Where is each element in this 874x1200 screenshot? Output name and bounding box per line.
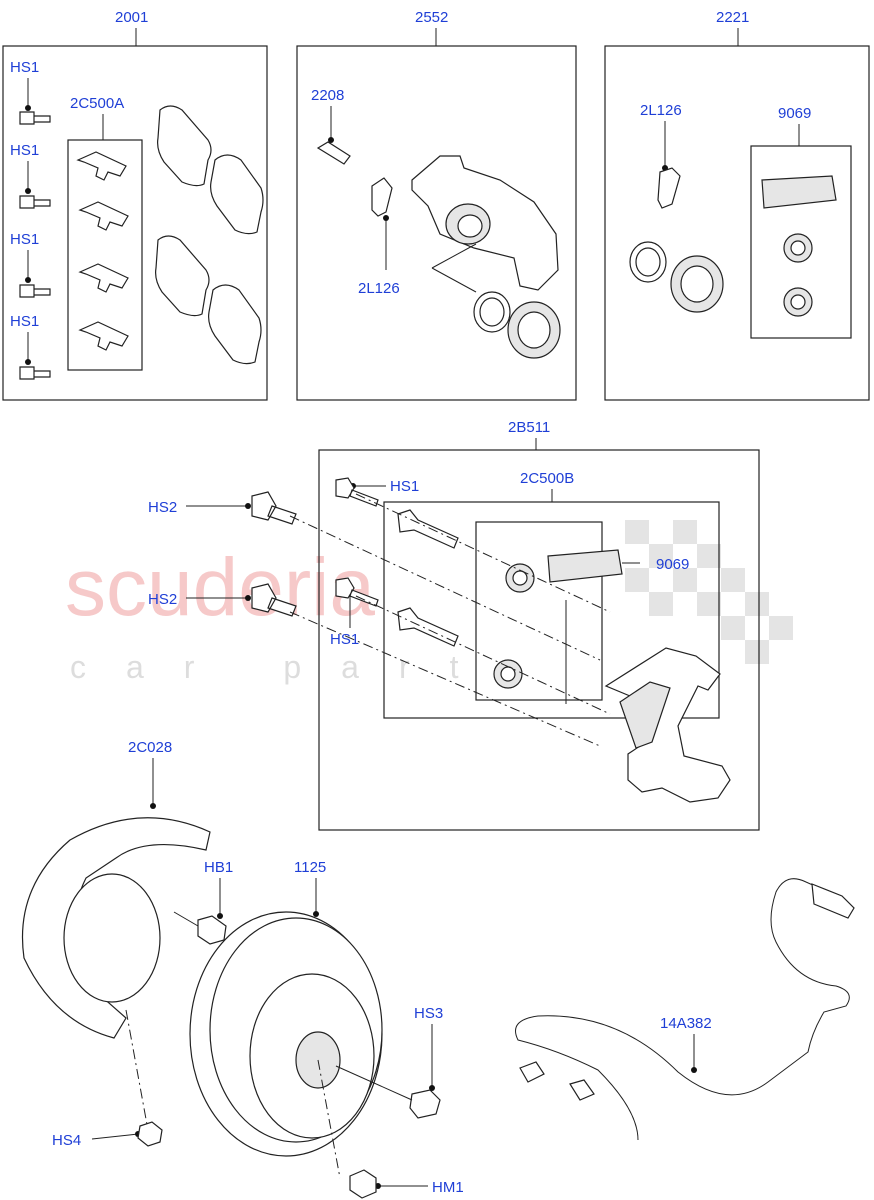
watermark-sub: car parts [70,649,554,685]
disc-label-1125[interactable]: 1125 [294,859,326,876]
group-caliper[interactable]: 2552 2208 2L126 [296,9,577,401]
sensor-label-14a382[interactable]: 14A382 [660,1015,712,1032]
clips-box [67,139,143,371]
guide-pin-bolts[interactable] [335,477,379,607]
bolt-label[interactable]: HS1 [10,313,39,330]
grease-box-2 [475,521,603,701]
clips-label-2c500a[interactable]: 2C500A [70,95,124,112]
bolt-label[interactable]: HS1 [10,59,39,76]
lower-bolt-label[interactable]: HS4 [52,1132,81,1149]
bleed-screw-label-2208[interactable]: 2208 [311,87,344,104]
shield-bolt-label[interactable]: HB1 [204,859,233,876]
dust-cap[interactable] [371,177,393,217]
mount-bolt-label-a[interactable]: HS2 [148,499,177,516]
brake-pads[interactable] [155,105,264,365]
carrier-bolt-label-a[interactable]: HS1 [390,478,419,495]
pin-kit-box [383,501,720,719]
grease-sachet[interactable] [761,175,837,209]
carrier-bolt-label-b[interactable]: HS1 [330,631,359,648]
shield-label-2c028[interactable]: 2C028 [128,739,172,756]
bolt-hs1-d[interactable]: HS1 [10,313,51,380]
anti-rattle-clips[interactable] [76,151,129,351]
grease-sachet-2[interactable] [547,549,623,583]
group-label-2b511[interactable]: 2B511 [508,419,550,436]
mount-bolts[interactable] [251,491,297,617]
seal-kit-seals[interactable] [629,241,724,313]
wear-sensor[interactable]: 14A382 [515,878,855,1141]
grease-label-9069[interactable]: 9069 [778,105,811,122]
group-label-2001[interactable]: 2001 [115,9,148,26]
seal-kit-dust-cap[interactable] [657,167,681,209]
watermark-flag-icon [625,520,793,664]
shield-bolt-hb1[interactable]: HB1 [173,859,233,945]
watermark: scuderia car parts [65,520,793,685]
caliper-seals[interactable] [473,291,561,359]
bolt-hs1-b[interactable]: HS1 [10,142,51,209]
hub-nut-label[interactable]: HM1 [432,1179,464,1196]
bolt-hs1-c[interactable]: HS1 [10,231,51,298]
guide-boots-2[interactable] [493,563,535,689]
dust-cap-label-2l126[interactable]: 2L126 [358,280,400,297]
guide-pins[interactable] [397,509,459,647]
group-carrier[interactable]: 2B511 HS1 HS1 HS2 HS2 2C500B 9069 [148,419,760,831]
grease-box [750,145,852,339]
brake-disc[interactable]: 1125 [189,859,383,1179]
disc-screw-hs3[interactable]: HS3 [335,1005,443,1119]
shield-assembly[interactable]: 2C028 [21,739,211,1131]
caliper-body[interactable] [411,155,559,291]
group-seal-kit[interactable]: 2221 2L126 9069 [604,9,870,401]
grease-label-9069-b[interactable]: 9069 [656,556,689,573]
shield-lower-bolt-hs4[interactable]: HS4 [52,1121,163,1149]
caliper-carrier[interactable] [604,647,731,803]
pin-kit-label-2c500b[interactable]: 2C500B [520,470,574,487]
bolt-hs1-a[interactable]: HS1 [10,59,51,125]
bleed-screw[interactable] [316,141,351,165]
bolt-label[interactable]: HS1 [10,231,39,248]
dust-cap-label-2l126[interactable]: 2L126 [640,102,682,119]
guide-boots[interactable] [783,233,813,317]
bolt-label[interactable]: HS1 [10,142,39,159]
hub-nut-hm1[interactable]: HM1 [349,1169,464,1199]
watermark-brand: scuderia [65,542,375,633]
group-pads-kit[interactable]: 2001 HS1 HS1 HS1 HS1 2C500A [2,9,268,401]
mount-bolt-label-b[interactable]: HS2 [148,591,177,608]
group-label-2221[interactable]: 2221 [716,9,749,26]
group-label-2552[interactable]: 2552 [415,9,448,26]
disc-screw-label[interactable]: HS3 [414,1005,443,1022]
